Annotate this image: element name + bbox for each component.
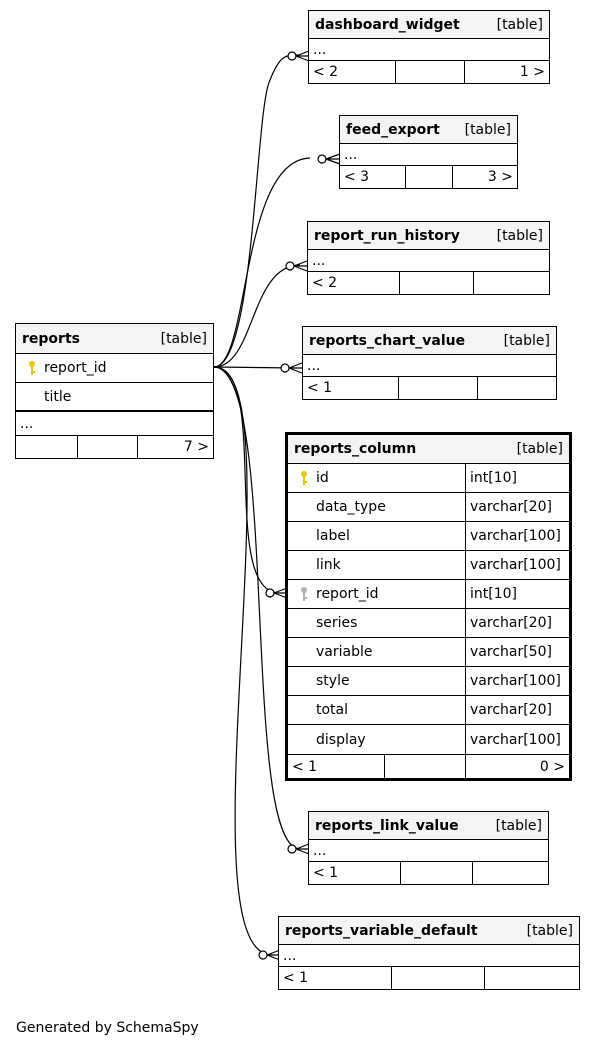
link-reports-variable-default bbox=[213, 366, 273, 956]
column-name: id bbox=[316, 470, 329, 486]
table-name: report_run_history bbox=[314, 227, 460, 244]
column-type: varchar[100] bbox=[465, 725, 569, 754]
column-name: data_type bbox=[316, 499, 386, 515]
column-type: int[10] bbox=[465, 580, 569, 608]
column-name: total bbox=[316, 702, 349, 718]
more-columns: ... bbox=[309, 39, 549, 61]
column-row[interactable]: report_id int[10] bbox=[288, 580, 569, 609]
more-columns: ... bbox=[309, 840, 548, 862]
parents-count[interactable]: < 2 bbox=[313, 64, 339, 80]
column-name: label bbox=[316, 528, 350, 544]
link-feed-export bbox=[213, 157, 311, 368]
column-type: varchar[100] bbox=[465, 522, 569, 550]
link-dashboard-widget bbox=[213, 54, 301, 368]
table-reports[interactable]: reports [table] report_id title ... 7 > bbox=[15, 323, 214, 459]
more-columns: ... bbox=[303, 355, 556, 377]
primary-key-icon bbox=[294, 470, 314, 486]
table-reports-variable-default[interactable]: reports_variable_default [table] ... < 1 bbox=[278, 916, 580, 990]
table-name: reports bbox=[22, 330, 80, 347]
table-name: feed_export bbox=[346, 121, 440, 138]
table-tag: [table] bbox=[516, 441, 563, 457]
table-name: reports_column bbox=[294, 441, 417, 457]
table-tag: [table] bbox=[526, 922, 573, 939]
children-count[interactable]: 7 > bbox=[183, 439, 209, 455]
column-type: varchar[20] bbox=[465, 493, 569, 521]
parents-count[interactable] bbox=[16, 436, 77, 458]
column-type: varchar[20] bbox=[465, 696, 569, 724]
table-tag: [table] bbox=[496, 227, 543, 244]
table-tag: [table] bbox=[495, 817, 542, 834]
column-row[interactable]: series varchar[20] bbox=[288, 609, 569, 638]
column-name: report_id bbox=[316, 586, 379, 602]
column-name: variable bbox=[316, 644, 373, 660]
column-row[interactable]: title bbox=[16, 383, 213, 412]
children-count[interactable] bbox=[485, 967, 579, 989]
column-type: varchar[100] bbox=[465, 551, 569, 579]
link-report-run-history bbox=[213, 264, 301, 368]
parents-count[interactable]: < 1 bbox=[307, 380, 333, 396]
table-report-run-history[interactable]: report_run_history [table] ... < 2 bbox=[307, 221, 550, 295]
column-name: link bbox=[316, 557, 341, 573]
table-name: reports_variable_default bbox=[285, 922, 478, 939]
children-count[interactable] bbox=[478, 377, 556, 399]
children-count[interactable]: 0 > bbox=[539, 758, 565, 775]
more-columns: ... bbox=[16, 412, 213, 436]
column-name: series bbox=[316, 615, 358, 631]
children-count[interactable] bbox=[474, 272, 549, 294]
column-row[interactable]: total varchar[20] bbox=[288, 696, 569, 725]
column-row[interactable]: data_type varchar[20] bbox=[288, 493, 569, 522]
primary-key-icon bbox=[22, 360, 42, 376]
parents-count[interactable]: < 2 bbox=[312, 275, 338, 291]
column-name: title bbox=[44, 388, 72, 405]
table-dashboard-widget[interactable]: dashboard_widget [table] ... < 2 1 > bbox=[308, 10, 550, 84]
column-row[interactable]: label varchar[100] bbox=[288, 522, 569, 551]
table-tag: [table] bbox=[464, 121, 511, 138]
table-feed-export[interactable]: feed_export [table] ... < 3 3 > bbox=[339, 115, 518, 189]
foreign-key-icon bbox=[294, 586, 314, 602]
column-type: varchar[50] bbox=[465, 638, 569, 666]
column-type: int[10] bbox=[465, 464, 569, 492]
table-name: reports_chart_value bbox=[309, 332, 466, 349]
column-name: display bbox=[316, 731, 366, 748]
children-count[interactable] bbox=[473, 862, 548, 884]
table-name: reports_link_value bbox=[315, 817, 459, 834]
parents-count[interactable]: < 1 bbox=[292, 758, 318, 775]
column-type: varchar[100] bbox=[465, 667, 569, 695]
table-reports-link-value[interactable]: reports_link_value [table] ... < 1 bbox=[308, 811, 549, 885]
column-row[interactable]: display varchar[100] bbox=[288, 725, 569, 754]
table-name: dashboard_widget bbox=[315, 16, 460, 33]
table-tag: [table] bbox=[160, 330, 207, 347]
table-tag: [table] bbox=[496, 16, 543, 33]
column-name: style bbox=[316, 673, 350, 689]
table-tag: [table] bbox=[503, 332, 550, 349]
column-name: report_id bbox=[44, 360, 107, 376]
parents-count[interactable]: < 1 bbox=[283, 970, 309, 986]
table-reports-chart-value[interactable]: reports_chart_value [table] ... < 1 bbox=[302, 326, 557, 400]
generated-by-credit: Generated by SchemaSpy bbox=[16, 1020, 199, 1036]
column-row[interactable]: report_id bbox=[16, 354, 213, 383]
link-reports-link-value bbox=[213, 366, 301, 850]
children-count[interactable]: 1 > bbox=[519, 64, 545, 80]
column-row[interactable]: style varchar[100] bbox=[288, 667, 569, 696]
parents-count[interactable]: < 3 bbox=[344, 169, 370, 185]
column-row[interactable]: link varchar[100] bbox=[288, 551, 569, 580]
parents-count[interactable]: < 1 bbox=[313, 865, 339, 881]
more-columns: ... bbox=[279, 945, 579, 967]
more-columns: ... bbox=[308, 250, 549, 272]
children-count[interactable]: 3 > bbox=[487, 169, 513, 185]
more-columns: ... bbox=[340, 144, 517, 166]
column-row[interactable]: variable varchar[50] bbox=[288, 638, 569, 667]
column-type: varchar[20] bbox=[465, 609, 569, 637]
column-row[interactable]: id int[10] bbox=[288, 464, 569, 493]
